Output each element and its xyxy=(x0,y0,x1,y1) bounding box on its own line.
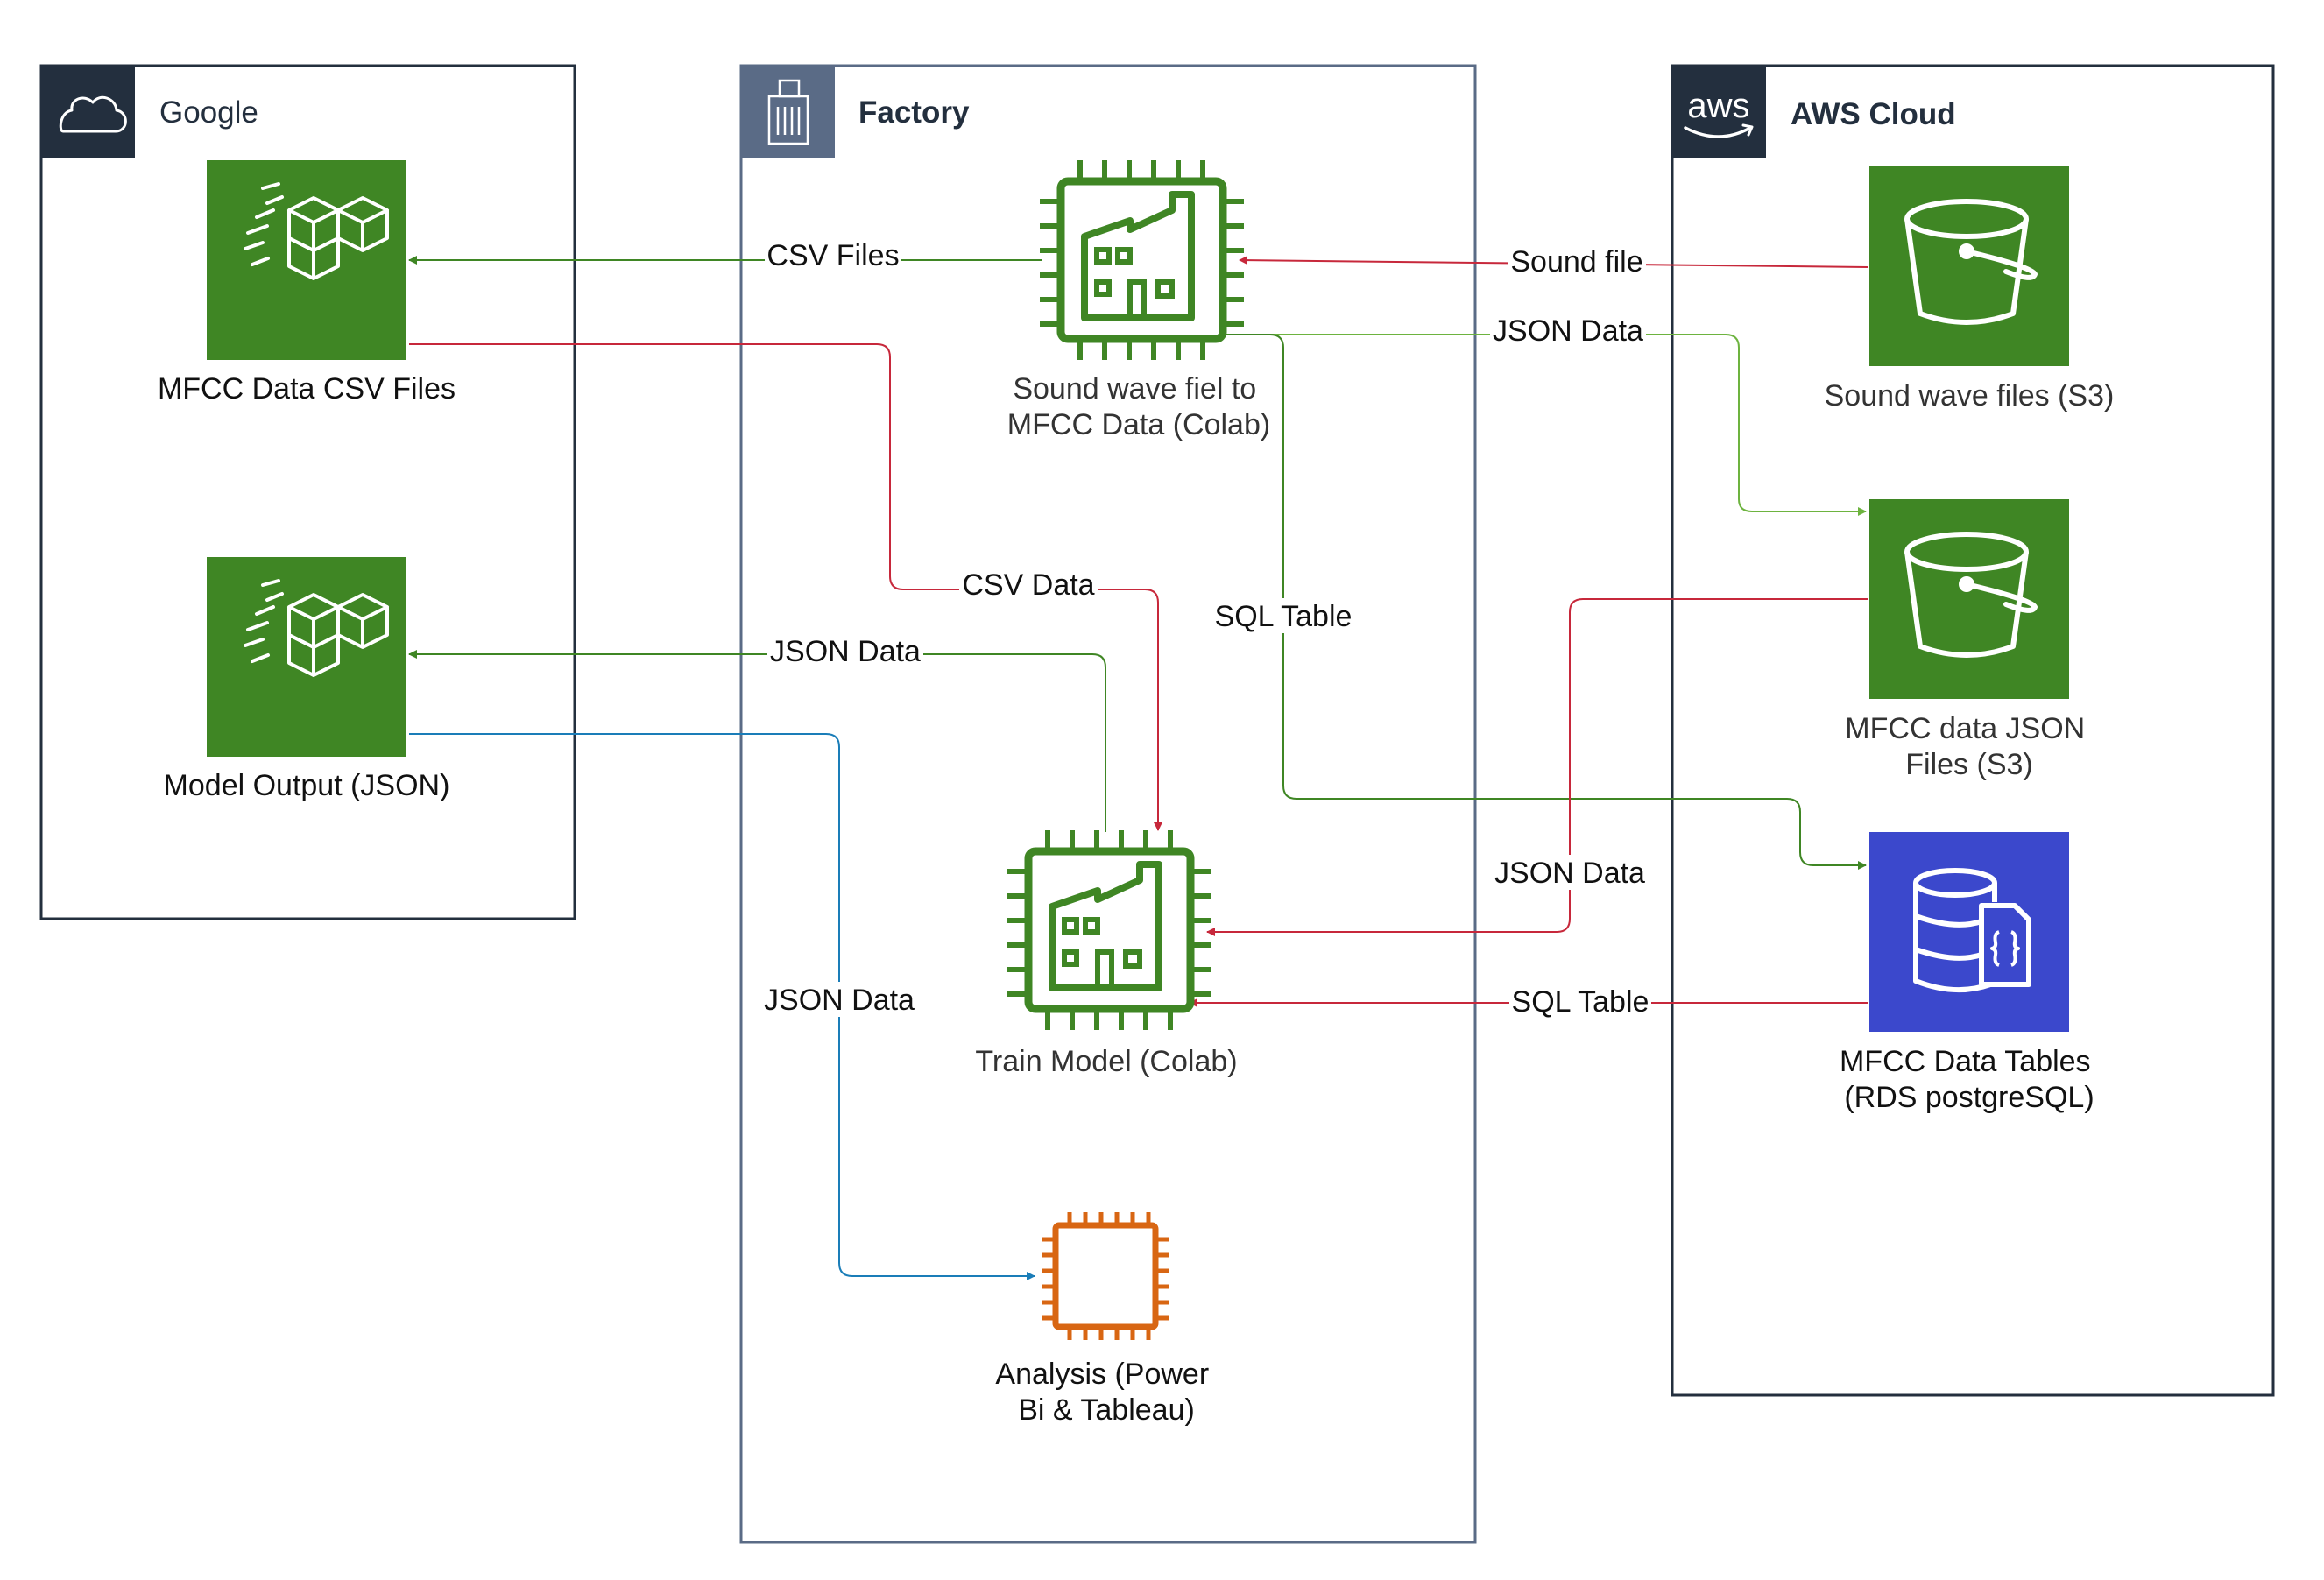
svg-text:JSON Data: JSON Data xyxy=(1494,857,1645,890)
node-train-model[interactable]: Train Model (Colab) xyxy=(975,830,1238,1078)
s3-bucket-icon xyxy=(1904,532,2038,658)
svg-text:Sound file: Sound file xyxy=(1510,245,1642,279)
node-label-train-model: Train Model (Colab) xyxy=(975,1045,1237,1078)
node-label-sound-to-mfcc-line1: Sound wave fiel to xyxy=(1013,372,1256,406)
node-label-mfcc-json-s3-line1: MFCC data JSON xyxy=(1845,712,2085,745)
svg-text:Sound wave files (S3): Sound wave files (S3) xyxy=(1825,379,2115,413)
node-label-mfcc-csv: MFCC Data CSV Files xyxy=(158,372,456,406)
node-label-sound-s3: Sound wave files (S3) xyxy=(1825,379,2115,413)
edge-json-data-top xyxy=(1223,334,1867,516)
node-sound-to-mfcc[interactable]: Sound wave fiel to MFCC Data (Colab) xyxy=(1007,160,1270,441)
edge-label-sql-table-train: SQL Table xyxy=(1509,984,1651,1019)
svg-text:CSV Files: CSV Files xyxy=(766,239,899,272)
svg-text:JSON Data: JSON Data xyxy=(764,984,915,1017)
group-factory: Factory xyxy=(739,64,1477,1544)
svg-text:Model Output (JSON): Model Output (JSON) xyxy=(164,769,450,802)
group-aws: aws AWS Cloud xyxy=(1671,64,2275,1397)
s3-bucket-icon xyxy=(1904,199,2038,325)
edge-label-json-data-top: JSON Data xyxy=(1490,313,1646,348)
edge-sql-table-top xyxy=(1223,334,1867,870)
svg-text:MFCC data JSON Files (S3: MFCC data JSON Files (S3) xyxy=(1845,712,2093,781)
edge-csv-data xyxy=(409,343,1162,831)
edge-json-data-train xyxy=(1206,598,1868,936)
svg-text:MFCC Data CSV Files: MFCC Data CSV Files xyxy=(158,372,456,406)
svg-text:CSV Data: CSV Data xyxy=(962,568,1094,602)
node-label-mfcc-tables-line1: MFCC Data Tables xyxy=(1840,1045,2091,1078)
svg-text:Analysis (Power Bi & Tab: Analysis (Power Bi & Tableau) xyxy=(995,1358,1217,1427)
group-google: Google xyxy=(39,64,576,920)
edge-label-sql-table-top: SQL Table xyxy=(1212,598,1354,633)
svg-text:MFCC Data Tables (RDS po: MFCC Data Tables (RDS postgreSQL) xyxy=(1840,1045,2099,1114)
building-icon xyxy=(767,79,809,145)
node-label-analysis-line2: Bi & Tableau) xyxy=(1018,1393,1195,1427)
edge-label-json-data-train: JSON Data xyxy=(1492,855,1648,890)
node-analysis[interactable]: Analysis (Power Bi & Tableau) xyxy=(995,1212,1217,1427)
managed-blockchain-icon xyxy=(244,579,389,677)
edge-json-data-output xyxy=(408,650,1106,832)
edge-label-csv-data: CSV Data xyxy=(959,567,1098,602)
group-title-factory: Factory xyxy=(858,95,970,130)
svg-text:Sound wave fiel to MFCC: Sound wave fiel to MFCC Data (Colab) xyxy=(1007,372,1270,441)
node-label-model-output: Model Output (JSON) xyxy=(164,769,450,802)
edge-label-json-data-analysis: JSON Data xyxy=(761,982,917,1017)
node-model-output[interactable]: Model Output (JSON) xyxy=(164,557,450,802)
node-label-mfcc-tables-line2: (RDS postgreSQL) xyxy=(1844,1081,2094,1114)
node-mfcc-json-s3[interactable]: MFCC data JSON Files (S3) xyxy=(1845,499,2093,781)
cloud-icon xyxy=(59,95,127,133)
factory-chip-icon xyxy=(1040,160,1244,360)
edge-labels-layer: CSV Files Sound file JSON Data SQL Table… xyxy=(761,236,1651,1019)
svg-text:JSON Data: JSON Data xyxy=(1493,314,1643,348)
edge-label-json-data-output: JSON Data xyxy=(767,633,923,668)
node-mfcc-tables[interactable]: MFCC Data Tables (RDS postgreSQL) xyxy=(1840,832,2099,1114)
aws-logo-icon: aws xyxy=(1684,87,1754,138)
svg-text:Train Model (Colab): Train Model (Colab) xyxy=(975,1045,1237,1078)
node-label-sound-to-mfcc-line2: MFCC Data (Colab) xyxy=(1007,408,1270,441)
edge-label-sound-file: Sound file xyxy=(1508,243,1646,279)
node-mfcc-csv[interactable]: MFCC Data CSV Files xyxy=(158,160,456,406)
svg-text:SQL Table: SQL Table xyxy=(1512,985,1649,1019)
group-title-aws: AWS Cloud xyxy=(1791,97,1956,131)
managed-blockchain-icon xyxy=(244,182,389,280)
processor-chip-icon xyxy=(1042,1212,1169,1340)
rds-database-icon xyxy=(1913,868,2031,993)
group-title-google: Google xyxy=(159,95,258,130)
node-label-analysis-line1: Analysis (Power xyxy=(995,1358,1209,1391)
factory-chip-icon xyxy=(1007,830,1211,1030)
node-sound-s3[interactable]: Sound wave files (S3) xyxy=(1825,166,2115,413)
node-label-mfcc-json-s3-line2: Files (S3) xyxy=(1905,748,2032,781)
edge-json-data-analysis xyxy=(409,733,1035,1280)
edge-label-csv-files: CSV Files xyxy=(765,236,901,272)
svg-text:SQL Table: SQL Table xyxy=(1215,600,1353,633)
svg-text:JSON Data: JSON Data xyxy=(770,635,921,668)
aws-logo-text: aws xyxy=(1687,87,1749,125)
